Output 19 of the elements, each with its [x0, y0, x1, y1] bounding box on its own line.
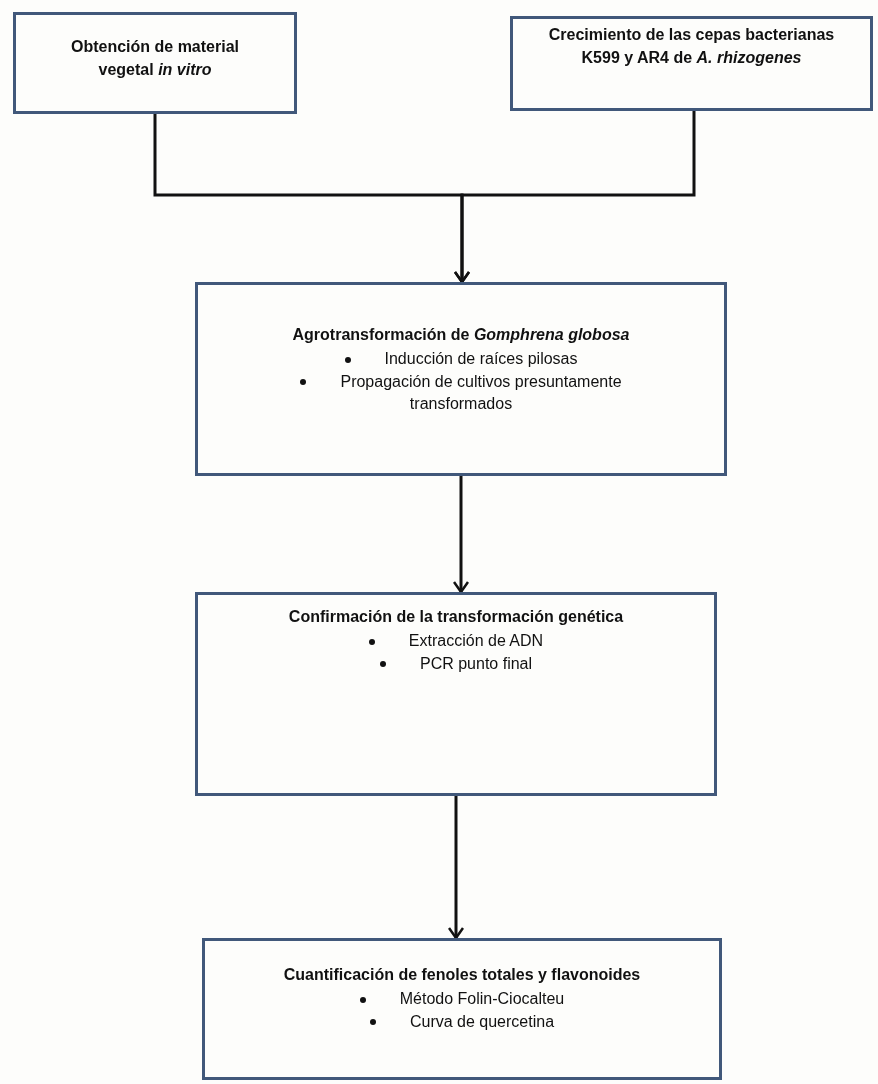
step-heading: Agrotransformación de Gomphrena globosa [291, 325, 631, 345]
step-heading: Confirmación de la transformación genética [287, 607, 625, 627]
bullet-item: Propagación de cultivos presuntamente transformados [281, 370, 641, 416]
arrow [447, 796, 465, 940]
bullet-item: PCR punto final [368, 652, 544, 675]
bullet-item: Curva de quercetina [359, 1010, 565, 1033]
process-box [510, 16, 873, 111]
process-box [202, 938, 722, 1080]
bullet-item: Método Folin-Ciocalteu [359, 988, 565, 1011]
bullet-item: Extracción de ADN [368, 630, 544, 653]
step-heading: Obtención de material vegetal in vitro [69, 37, 240, 81]
process-box [195, 592, 717, 796]
arrow [452, 476, 470, 594]
process-box [195, 282, 727, 476]
step-heading: Crecimiento de las cepas bacterianas K599 y AR4 de A. rhizogenes [547, 25, 836, 69]
bullet-item: Inducción de raíces pilosas [281, 348, 641, 371]
arrow [453, 111, 696, 284]
process-box [13, 12, 297, 114]
step-heading: Cuantificación de fenoles totales y flavonoides [282, 965, 642, 985]
